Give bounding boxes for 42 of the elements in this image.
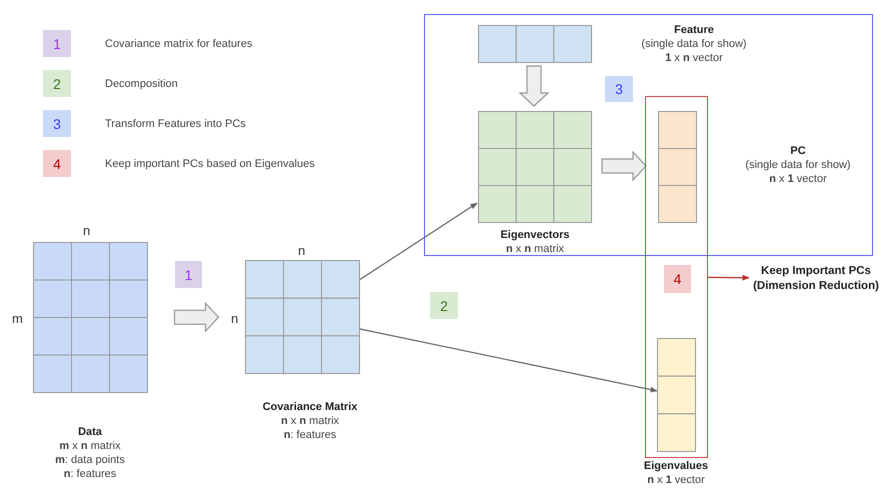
caption-text: n: features: [284, 428, 336, 442]
legend-text: Decomposition: [105, 78, 178, 90]
legend-swatch: 4: [43, 150, 71, 177]
legend-swatch: 1: [43, 30, 71, 57]
caption-text: m x n matrix: [59, 439, 121, 453]
block-arrow: [518, 65, 550, 107]
dimension-label: n: [83, 223, 90, 238]
arrow: [708, 274, 750, 281]
caption-text: n: features: [64, 467, 116, 481]
legend-text: Transform Features into PCs: [105, 118, 246, 130]
caption-text: n x n matrix: [280, 414, 340, 428]
arrow: [360, 328, 658, 392]
legend-text: Covariance matrix for features: [105, 38, 252, 50]
caption-text: 1 x n vector: [665, 51, 723, 65]
block-arrow: [601, 150, 647, 182]
legend-swatch: 2: [43, 70, 71, 97]
legend-swatch: 3: [43, 110, 71, 137]
step-badge: 1: [175, 261, 202, 288]
caption-heading: Eigenvectors: [500, 228, 570, 242]
step-badge: 3: [605, 76, 633, 102]
caption-text: (single data for show): [641, 37, 747, 51]
caption-heading: Data: [78, 425, 102, 439]
highlight-frame: [645, 96, 708, 458]
group-frame: [424, 14, 873, 256]
dimension-label: n: [231, 311, 238, 326]
legend-text: Keep important PCs based on Eigenvalues: [105, 158, 315, 170]
result-note: Keep Important PCs (Dimension Reduction): [752, 264, 880, 294]
dimension-label: m: [12, 311, 23, 326]
caption-text: n x 1 vector: [647, 473, 705, 487]
dimension-label: n: [298, 243, 306, 258]
step-badge: 2: [430, 292, 458, 319]
caption-text: (single data for show): [745, 158, 851, 172]
caption-text: n x 1 vector: [769, 172, 827, 186]
arrow: [360, 202, 478, 280]
caption-heading: Covariance Matrix: [262, 400, 358, 414]
caption-heading: Eigenvalues: [644, 459, 708, 473]
step-badge: 4: [664, 265, 691, 293]
caption-heading: PC: [790, 144, 806, 158]
caption-text: n x n matrix: [506, 242, 564, 256]
caption-heading: Feature: [674, 23, 714, 37]
block-arrow: [174, 302, 220, 333]
caption-text: m: data points: [55, 453, 125, 467]
